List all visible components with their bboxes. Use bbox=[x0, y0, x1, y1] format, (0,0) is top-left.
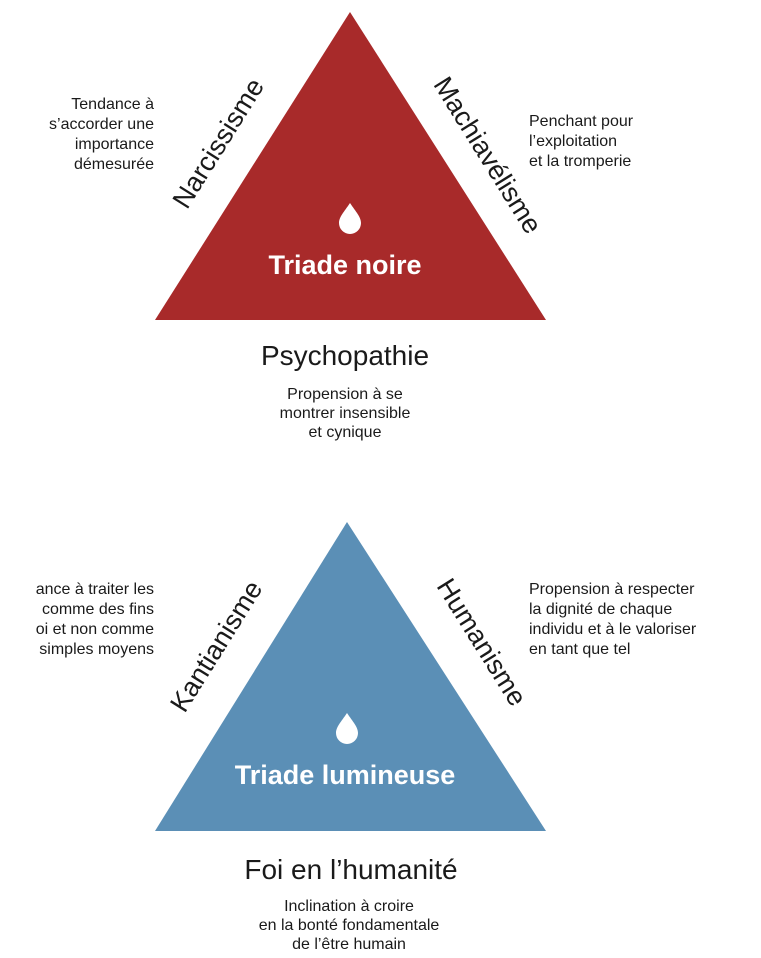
description-line: de l’être humain bbox=[292, 936, 406, 953]
description-line: s’accorder une bbox=[49, 116, 154, 133]
light-triad-triangle bbox=[155, 522, 546, 831]
description-line: et la tromperie bbox=[529, 153, 631, 170]
light-triad-name: Triade lumineuse bbox=[235, 760, 456, 790]
psychopathie-title: Psychopathie bbox=[261, 340, 429, 371]
foi-humanite-description: Inclination à croire en la bonté fondamen… bbox=[259, 898, 440, 953]
description-line: Inclination à croire bbox=[284, 898, 414, 915]
description-line: la dignité de chaque bbox=[529, 601, 672, 618]
dark-triad-name: Triade noire bbox=[268, 250, 421, 280]
light-triad-group: Kantianisme Humanisme Triade lumineuse a… bbox=[36, 522, 697, 953]
description-line: individu et à le valoriser bbox=[529, 621, 697, 638]
description-line: Tendance à bbox=[71, 96, 154, 113]
dark-triad-drop-icon bbox=[339, 203, 361, 234]
description-line: ance à traiter les bbox=[36, 581, 154, 598]
description-line: en tant que tel bbox=[529, 641, 630, 658]
description-line: comme des fins bbox=[42, 601, 154, 618]
light-triad-drop-icon bbox=[336, 713, 358, 744]
psychopathie-description: Propension à se montrer insensible et cyni… bbox=[280, 386, 411, 441]
description-line: et cynique bbox=[309, 424, 382, 441]
description-line: démesurée bbox=[74, 156, 154, 173]
description-line: importance bbox=[75, 136, 154, 153]
humanisme-description: Propension à respecter la dignité de chaq… bbox=[529, 581, 697, 658]
dark-triad-triangle bbox=[155, 12, 546, 320]
description-line: Propension à respecter bbox=[529, 581, 695, 598]
description-line: oi et non comme bbox=[36, 621, 154, 638]
description-line: Propension à se bbox=[287, 386, 403, 403]
machiavelisme-description: Penchant pour l’exploitation et la tromper… bbox=[529, 113, 634, 170]
description-line: en la bonté fondamentale bbox=[259, 917, 440, 934]
description-line: Penchant pour bbox=[529, 113, 634, 130]
foi-humanite-title: Foi en l’humanité bbox=[244, 854, 457, 885]
description-line: simples moyens bbox=[39, 641, 154, 658]
description-line: montrer insensible bbox=[280, 405, 411, 422]
narcissisme-description: Tendance à s’accorder une importance démesu… bbox=[49, 96, 154, 173]
kantianisme-description: ance à traiter les comme des fins oi et no… bbox=[36, 581, 154, 658]
dark-triad-group: Narcissisme Machiavélisme Triade noire T… bbox=[49, 12, 634, 441]
description-line: l’exploitation bbox=[529, 133, 617, 150]
